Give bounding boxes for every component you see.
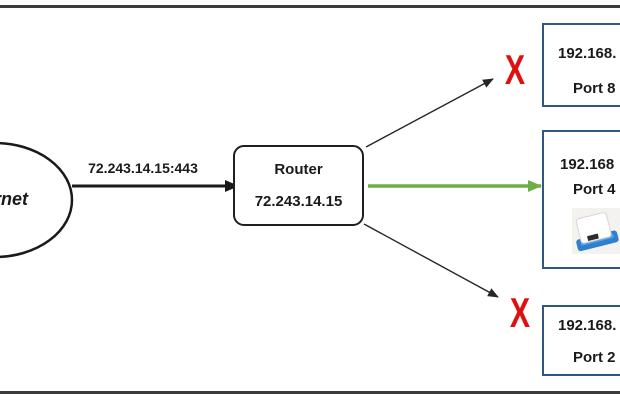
blocked-x-mark-bottom: X <box>509 289 531 336</box>
internet-ellipse <box>0 141 74 259</box>
destination-port: Port 2 <box>573 349 616 366</box>
destination-ip: 192.168. <box>558 45 617 62</box>
blocked-x-mark-top: X <box>504 46 526 93</box>
frame-line-bottom <box>0 391 620 394</box>
internet-label: Internet <box>0 189 28 209</box>
wan-ip-port-label: 72.243.14.15:443 <box>88 160 198 176</box>
network-device-image <box>572 208 620 254</box>
router-box: Router 72.243.14.15 <box>233 145 364 226</box>
destination-box-port2: 192.168. Port 2 <box>542 305 620 376</box>
destination-ip: 192.168 <box>560 156 615 173</box>
router-title: Router <box>274 161 323 179</box>
arrow-to-port2 <box>363 223 499 298</box>
router-ip: 72.243.14.15 <box>254 192 343 210</box>
destination-box-port4: 192.168 Port 4 <box>542 130 620 269</box>
destination-port: Port 4 <box>573 181 616 198</box>
frame-line-top <box>0 5 620 8</box>
destination-ip: 192.168. <box>558 317 617 334</box>
destination-port: Port 8 <box>573 80 616 97</box>
destination-box-port8: 192.168. Port 8 <box>542 23 620 107</box>
arrow-to-port8 <box>365 78 494 148</box>
